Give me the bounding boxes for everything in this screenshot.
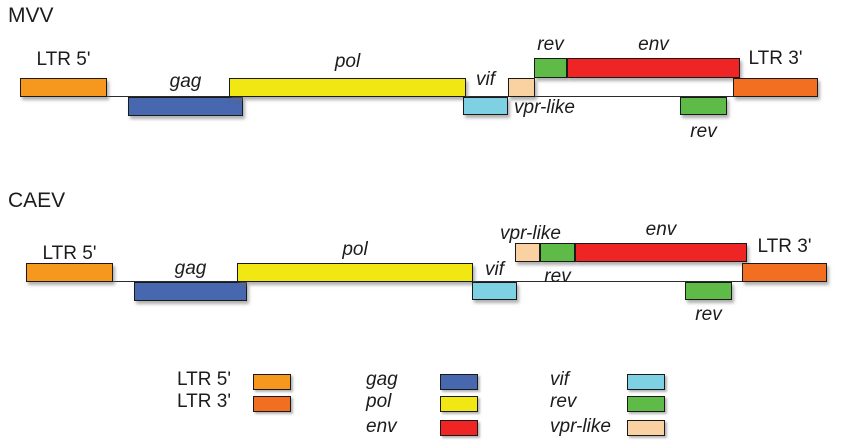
caev-pol-gene-box <box>237 263 473 282</box>
mvv-vif-label: vif <box>476 69 495 90</box>
caev-pol-label: pol <box>342 239 368 260</box>
caev-rev-gene-box <box>540 243 575 262</box>
caev-gag-gene-box <box>134 282 247 301</box>
mvv-gag-label: gag <box>169 71 202 92</box>
legend-label-rev: rev <box>550 391 577 412</box>
mvv-pol-label: pol <box>334 51 361 72</box>
caev-env-gene-box <box>575 243 747 262</box>
caev-ltr5-box <box>26 263 113 282</box>
legend-label-vpr-like: vpr-like <box>550 416 611 437</box>
mvv-rev2-label: rev <box>690 121 717 142</box>
caev-vpr-like-label: vpr-like <box>500 223 561 244</box>
legend-swatch-env <box>440 420 478 436</box>
mvv-ltr3-box <box>733 78 818 97</box>
mvv-env-gene-box <box>567 58 740 78</box>
legend-swatch-ltr3 <box>253 396 291 412</box>
mvv-vpr-like-gene-box <box>508 78 535 97</box>
legend-label-ltr5: LTR 5' <box>177 369 231 390</box>
caev-env-label: env <box>645 219 677 240</box>
legend-label-env: env <box>366 416 397 437</box>
legend-swatch-vpr-like <box>627 420 665 436</box>
mvv-vif-gene-box <box>463 97 508 115</box>
caev-ltr3-label: LTR 3' <box>757 236 812 257</box>
mvv-ltr5-label: LTR 5' <box>36 49 91 70</box>
caev-rev2-label: rev <box>695 304 722 325</box>
mvv-title: MVV <box>8 4 54 27</box>
mvv-env-label: env <box>638 34 669 55</box>
legend-label-pol: pol <box>366 391 392 412</box>
mvv-rev-label: rev <box>537 34 564 55</box>
mvv-rev2-gene-box <box>680 97 727 115</box>
mvv-gag-gene-box <box>128 97 243 116</box>
caev-ltr3-box <box>742 263 827 282</box>
caev-gag-label: gag <box>174 258 207 279</box>
mvv-vpr-like-label: vpr-like <box>514 97 575 118</box>
legend-label-gag: gag <box>366 369 398 390</box>
mvv-ltr3-label: LTR 3' <box>748 48 803 69</box>
caev-vif-gene-box <box>472 282 517 300</box>
caev-rev-label: rev <box>544 266 571 287</box>
caev-title: CAEV <box>8 189 66 212</box>
legend-label-ltr3: LTR 3' <box>177 391 231 412</box>
caev-vif-label: vif <box>485 259 504 280</box>
legend-swatch-ltr5 <box>253 374 291 390</box>
caev-rev2-gene-box <box>685 282 732 300</box>
mvv-ltr5-box <box>20 78 107 97</box>
mvv-rev-gene-box <box>534 58 567 78</box>
legend-swatch-pol <box>440 396 478 412</box>
legend-label-vif: vif <box>550 369 569 390</box>
legend-swatch-gag <box>440 374 478 390</box>
mvv-pol-gene-box <box>229 78 466 97</box>
caev-vpr-like-gene-box <box>515 243 540 262</box>
legend-swatch-vif <box>627 374 665 390</box>
legend-swatch-rev <box>627 396 665 412</box>
caev-ltr5-label: LTR 5' <box>42 243 97 264</box>
